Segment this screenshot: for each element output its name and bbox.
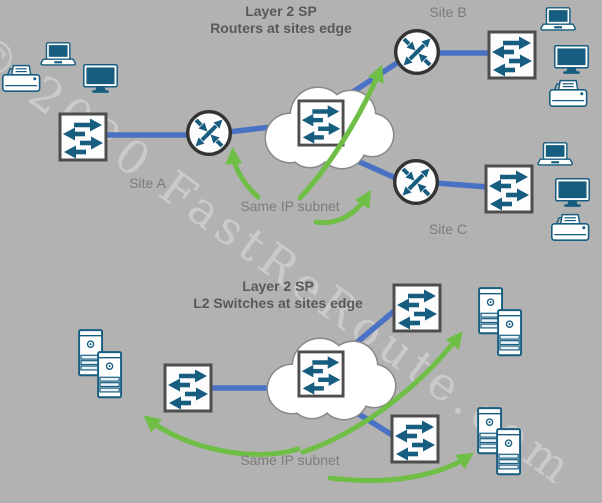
subnet-arrow-to-router-c (313, 189, 372, 226)
switch-icon-cloud-top (299, 101, 343, 145)
subnet-arrow-to-router-a (225, 147, 261, 200)
printer-icon-site-a (1, 64, 41, 92)
switch-icon-left-site (165, 365, 211, 411)
switch-icon-bottom-right-site (392, 416, 438, 462)
monitor-icon-site-c (555, 177, 590, 208)
server-icon-top-right-2 (497, 309, 523, 357)
link-routerc-switchc (435, 180, 489, 190)
switch-icon-site-c (486, 166, 532, 212)
subnet-arrow-to-servers-top-right (300, 331, 463, 455)
router-icon-site-c (392, 158, 440, 206)
switch-icon-site-b (489, 32, 535, 78)
monitor-icon-site-b (554, 44, 589, 75)
top-title-line1: Layer 2 SP (245, 3, 317, 19)
top-title-line2: Routers at sites edge (210, 20, 352, 36)
subnet-label-top: Same IP subnet (240, 198, 340, 214)
bottom-title-line2: L2 Switches at sites edge (193, 295, 363, 311)
subnet-arrow-to-switch-left (143, 415, 301, 457)
subnet-label-bottom: Same IP subnet (240, 452, 340, 468)
site-b-label: Site B (429, 4, 467, 20)
printer-icon-site-b (548, 79, 588, 107)
laptop-icon-site-a (40, 42, 77, 66)
site-c-label: Site C (428, 221, 468, 237)
bottom-title-line1: Layer 2 SP (242, 278, 314, 294)
subnet-arrow-to-servers-bottom-right (327, 452, 474, 484)
site-a-label: Site A (129, 175, 166, 191)
switch-icon-site-a (60, 114, 106, 160)
printer-icon-site-c (550, 213, 590, 241)
laptop-icon-site-c (537, 142, 574, 166)
laptop-icon-site-b (540, 7, 577, 31)
server-icon-bottom-right-2 (496, 428, 522, 476)
monitor-icon-site-a (83, 64, 118, 94)
server-icon-left-2 (97, 351, 123, 399)
router-icon-site-a (185, 109, 233, 157)
switch-icon-cloud-bottom (299, 352, 343, 396)
router-icon-site-b (393, 28, 441, 76)
subnet-arrow-to-router-b (297, 64, 384, 201)
